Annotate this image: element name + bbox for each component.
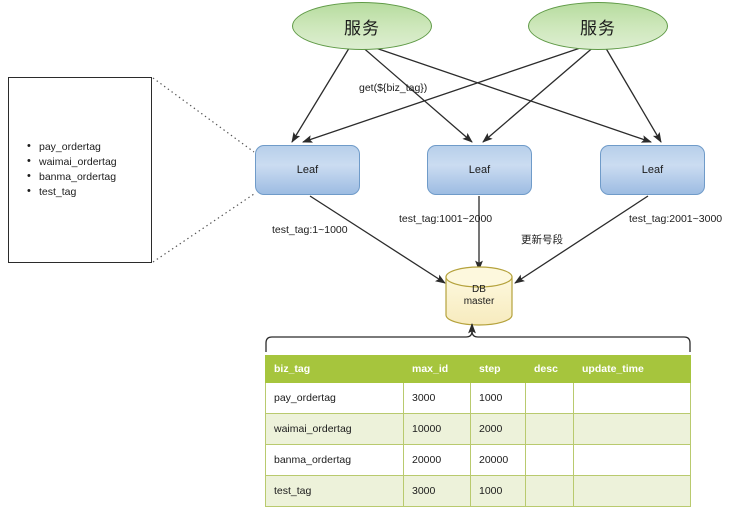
- service-node-2: 服务: [528, 2, 668, 50]
- cell-desc: [525, 413, 574, 445]
- table-column-header-biz-tag: biz_tag: [265, 355, 404, 383]
- cell-desc: [525, 382, 574, 414]
- cell-biz-tag: test_tag: [265, 475, 404, 507]
- leaf-node-1: Leaf: [255, 145, 360, 195]
- cell-step: 20000: [470, 444, 526, 476]
- biz-tag-list: pay_ordertag waimai_ordertag banma_order…: [9, 78, 151, 200]
- service-node-2-label: 服务: [580, 18, 616, 38]
- table-column-header-desc: desc: [525, 355, 574, 383]
- edge-label-range-leaf-2: test_tag:1001~2000: [399, 213, 493, 225]
- edge-label-update-segment: 更新号段: [521, 234, 563, 246]
- list-item: test_tag: [27, 184, 151, 200]
- edge-label-get-request: get(${biz_tag}): [359, 82, 428, 94]
- cell-desc: [525, 475, 574, 507]
- table-column-header-max-id: max_id: [403, 355, 471, 383]
- db-master-node: DB master: [446, 268, 512, 324]
- leaf-node-1-label: Leaf: [296, 164, 319, 176]
- cell-max-id: 3000: [403, 382, 471, 414]
- leaf-node-2-label: Leaf: [468, 164, 491, 176]
- table-row: pay_ordertag 3000 1000: [265, 382, 691, 414]
- table-row: test_tag 3000 1000: [265, 475, 691, 507]
- table-bracket: [265, 322, 691, 352]
- biz-tag-callout-box: pay_ordertag waimai_ordertag banma_order…: [8, 77, 152, 263]
- db-cylinder-shape: [445, 266, 513, 326]
- cell-step: 1000: [470, 382, 526, 414]
- table-column-header-step: step: [470, 355, 526, 383]
- cell-desc: [525, 444, 574, 476]
- service-node-1-label: 服务: [344, 18, 380, 38]
- leaf-node-3: Leaf: [600, 145, 705, 195]
- list-item: waimai_ordertag: [27, 154, 151, 170]
- cell-biz-tag: waimai_ordertag: [265, 413, 404, 445]
- service-node-1: 服务: [292, 2, 432, 50]
- edges-leaves-to-db: [309, 195, 649, 284]
- cell-update-time: [573, 475, 691, 507]
- leaf-node-3-label: Leaf: [641, 164, 664, 176]
- db-master-line-1: DB: [472, 284, 486, 295]
- edges-service-2-to-leaves: [302, 43, 662, 143]
- table-column-header-update-time: update_time: [573, 355, 691, 383]
- edge-label-range-leaf-3: test_tag:2001~3000: [629, 213, 723, 225]
- edges-service-1-to-leaves: [291, 43, 652, 143]
- db-master-line-2: master: [463, 296, 495, 307]
- cell-update-time: [573, 444, 691, 476]
- leaf-alloc-table: biz_tag max_id step desc update_time pay…: [265, 355, 691, 507]
- cell-update-time: [573, 382, 691, 414]
- table-header-row: biz_tag max_id step desc update_time: [265, 355, 691, 383]
- leaf-node-2: Leaf: [427, 145, 532, 195]
- callout-leader-lines: [152, 77, 255, 263]
- db-master-label: DB master: [446, 284, 512, 308]
- table-row: waimai_ordertag 10000 2000: [265, 413, 691, 445]
- list-item: banma_ordertag: [27, 169, 151, 185]
- edge-label-range-leaf-1: test_tag:1~1000: [272, 224, 348, 236]
- cell-step: 1000: [470, 475, 526, 507]
- cell-biz-tag: pay_ordertag: [265, 382, 404, 414]
- cell-update-time: [573, 413, 691, 445]
- cell-biz-tag: banma_ordertag: [265, 444, 404, 476]
- cell-step: 2000: [470, 413, 526, 445]
- cell-max-id: 20000: [403, 444, 471, 476]
- table-row: banma_ordertag 20000 20000: [265, 444, 691, 476]
- cell-max-id: 10000: [403, 413, 471, 445]
- cell-max-id: 3000: [403, 475, 471, 507]
- list-item: pay_ordertag: [27, 139, 151, 155]
